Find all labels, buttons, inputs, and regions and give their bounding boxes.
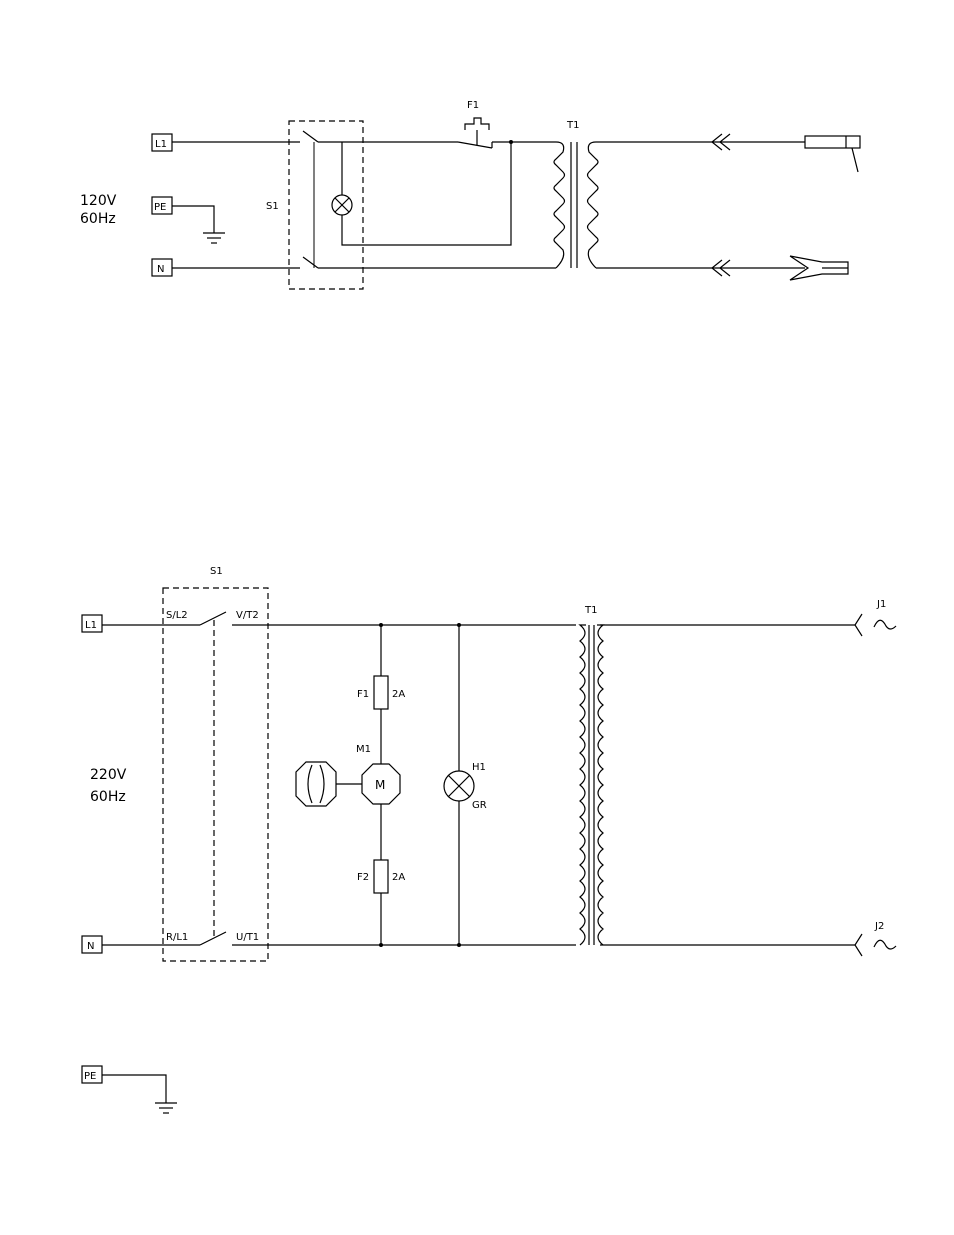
- switch-in-top-label: S/L2: [166, 610, 188, 621]
- terminal-l1-label-b: L1: [85, 620, 97, 631]
- junction-dot: [509, 140, 513, 144]
- switch-blade-bottom-b: [200, 932, 226, 945]
- motor-m1-label: M1: [356, 744, 371, 755]
- lamp-color-label: GR: [472, 800, 487, 811]
- ground-icon: [155, 1103, 177, 1113]
- pilot-lamp-icon: [332, 195, 352, 215]
- motor-symbol: M: [375, 778, 385, 792]
- supply-voltage-text: 120V: [80, 193, 117, 209]
- pe-wire-b: [102, 1075, 166, 1103]
- electrode-holder-icon: [805, 136, 860, 172]
- fuse-f1-label: F1: [357, 689, 369, 700]
- transformer-t1-label: T1: [566, 120, 579, 131]
- fuse-f2-label: F2: [357, 872, 369, 883]
- switch-out-top-label: V/T2: [236, 610, 259, 621]
- pe-wire: [172, 206, 214, 233]
- junction-dot: [457, 943, 461, 947]
- switch-s1-label-b: S1: [210, 566, 223, 577]
- fuse-f1-rating: 2A: [392, 689, 405, 700]
- terminal-n-label-b: N: [87, 941, 94, 952]
- fuse-f1-icon: [374, 676, 388, 709]
- transformer-t1-label-b: T1: [584, 605, 597, 616]
- junction-dot: [457, 623, 461, 627]
- switch-s1-enclosure-b: [163, 588, 268, 961]
- terminal-pe-label-b: PE: [84, 1071, 96, 1082]
- indicator-lamp-icon: [444, 771, 474, 801]
- output-j2-connector-icon: [855, 934, 896, 956]
- lamp-return-wire: [342, 142, 511, 245]
- switch-blade-top-b: [200, 612, 226, 625]
- lamp-h1-label: H1: [472, 762, 486, 773]
- top-diagram: L1 PE N 120V 60Hz S1: [80, 100, 860, 289]
- switch-in-bottom-label: R/L1: [166, 932, 188, 943]
- junction-dot: [379, 623, 383, 627]
- switch-blade-top: [303, 131, 318, 142]
- output-j2-label: J2: [874, 921, 884, 932]
- transformer-icon: [580, 625, 603, 945]
- breaker-icon: [458, 118, 492, 148]
- supply-frequency-text: 60Hz: [80, 211, 116, 227]
- terminal-pe-label: PE: [154, 202, 166, 213]
- supply-voltage-text-b: 220V: [90, 767, 127, 783]
- breaker-f1-label: F1: [467, 100, 479, 111]
- terminal-n-label: N: [157, 264, 164, 275]
- transformer-icon: [554, 142, 598, 268]
- bottom-diagram: L1 N PE 220V 60Hz S1 S/L2 V/T2 R/L1 U/T1: [82, 566, 896, 1113]
- supply-frequency-text-b: 60Hz: [90, 789, 126, 805]
- fuse-f2-rating: 2A: [392, 872, 405, 883]
- ground-icon: [203, 233, 225, 243]
- output-j1-connector-icon: [855, 614, 896, 636]
- junction-dot: [379, 943, 383, 947]
- switch-s1-label: S1: [266, 201, 279, 212]
- output-j1-label: J1: [876, 599, 886, 610]
- switch-blade-bottom: [303, 257, 318, 268]
- terminal-l1-label: L1: [155, 139, 167, 150]
- switch-out-bottom-label: U/T1: [236, 932, 259, 943]
- fuse-f2-icon: [374, 860, 388, 893]
- fan-icon: [296, 762, 336, 806]
